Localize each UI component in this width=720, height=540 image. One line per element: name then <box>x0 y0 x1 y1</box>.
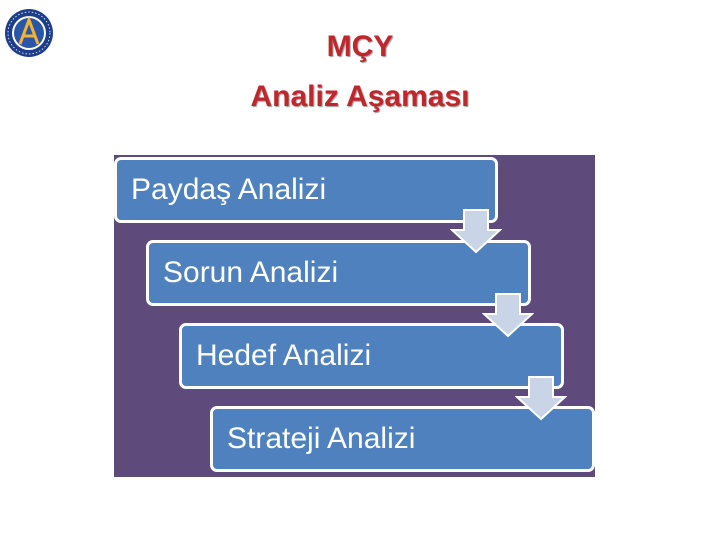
step-hedef-analizi: Hedef Analizi <box>179 323 564 389</box>
university-seal-icon <box>4 8 54 58</box>
down-arrow-icon <box>482 293 534 338</box>
page-title: MÇY <box>326 30 394 63</box>
down-arrow-icon <box>450 209 502 254</box>
step-sorun-analizi: Sorun Analizi <box>146 240 531 306</box>
page-subtitle: Analiz Aşaması <box>250 80 470 113</box>
step-paydas-analizi: Paydaş Analizi <box>114 157 498 223</box>
down-arrow-icon <box>515 376 567 421</box>
step-strateji-analizi: Strateji Analizi <box>210 406 595 472</box>
